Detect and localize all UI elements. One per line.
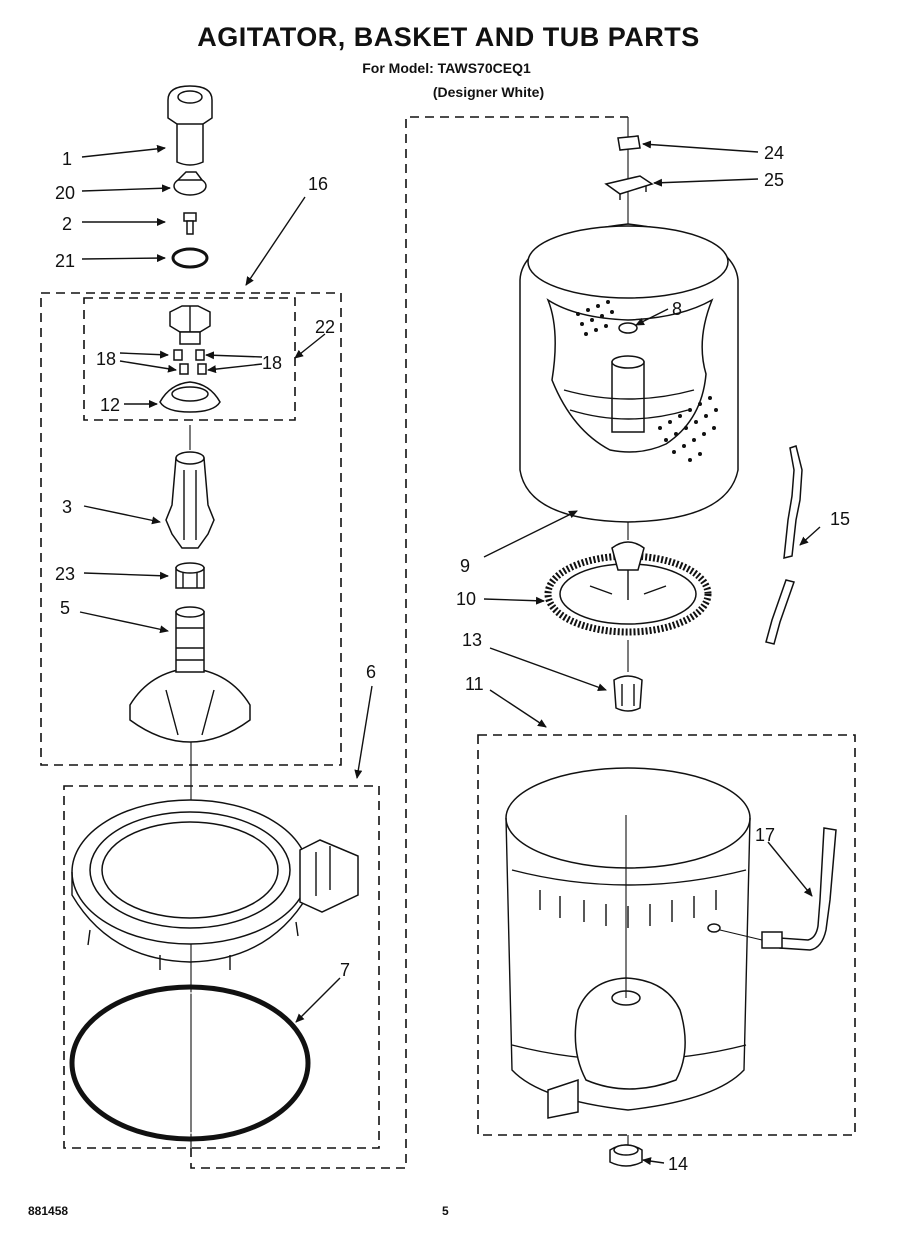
- callout-23: 23: [55, 564, 75, 584]
- part-22-dog-cam: [169, 305, 211, 345]
- callout-5: 5: [60, 598, 70, 618]
- part-24-clip: [617, 135, 641, 151]
- part-11-outer-tub: [505, 767, 751, 1119]
- callout-11: 11: [465, 674, 484, 694]
- part-21-oring: [171, 247, 209, 269]
- callout-18-right: 18: [262, 353, 282, 373]
- callout-7: 7: [340, 960, 350, 980]
- part-18-dogs: [173, 349, 207, 375]
- part-9-basket: [519, 223, 739, 523]
- group-box-6: [63, 785, 380, 1149]
- callout-3: 3: [62, 497, 72, 517]
- callout-6: 6: [366, 662, 376, 682]
- basket-perforations: [576, 300, 718, 462]
- callout-2: 2: [62, 214, 72, 234]
- callout-25: 25: [764, 170, 784, 190]
- callout-13: 13: [462, 630, 482, 650]
- callout-17: 17: [755, 825, 775, 845]
- part-7-seal: [69, 984, 311, 1142]
- callout-14: 14: [668, 1154, 688, 1174]
- part-20-cover: [173, 171, 207, 196]
- part-17-hose: [719, 827, 837, 951]
- leader-arrows: [79, 140, 821, 1166]
- part-14-grommet: [609, 1144, 643, 1167]
- callout-16: 16: [308, 174, 328, 194]
- callout-20: 20: [55, 183, 75, 203]
- part-10-drive-hub: [544, 541, 712, 636]
- page-number: 5: [442, 1204, 449, 1218]
- document-number: 881458: [28, 1204, 69, 1218]
- part-5-agitator-base: [129, 606, 251, 743]
- group-box-22: [83, 297, 296, 421]
- callout-21: 21: [55, 251, 75, 271]
- callout-labels: 1 20 2 21 16 22 18 18 12 3 23 5 6 7 24 2…: [55, 143, 850, 1174]
- callout-18-left: 18: [96, 349, 116, 369]
- part-3-agitator-barrel: [165, 451, 215, 549]
- part-23-cam: [175, 562, 205, 589]
- group-box-11: [477, 734, 856, 1136]
- part-2-bolt: [183, 212, 197, 235]
- model-line: For Model: TAWS70CEQ1: [362, 60, 531, 76]
- part-15-hose: [765, 445, 803, 645]
- part-25-bracket: [604, 175, 654, 200]
- callout-9: 9: [460, 556, 470, 576]
- callout-8: 8: [672, 299, 682, 319]
- part-13-bushing: [613, 675, 643, 712]
- callout-12: 12: [100, 395, 120, 415]
- callout-1: 1: [62, 149, 72, 169]
- callout-15: 15: [830, 509, 850, 529]
- diagram-title: AGITATOR, BASKET AND TUB PARTS: [197, 22, 700, 52]
- part-1-cap: [167, 85, 213, 166]
- callout-22: 22: [315, 317, 335, 337]
- callout-10: 10: [456, 589, 476, 609]
- callout-24: 24: [764, 143, 784, 163]
- part-6-tub-ring: [71, 799, 359, 970]
- variant-label: (Designer White): [432, 84, 545, 100]
- part-12-ring: [159, 381, 221, 413]
